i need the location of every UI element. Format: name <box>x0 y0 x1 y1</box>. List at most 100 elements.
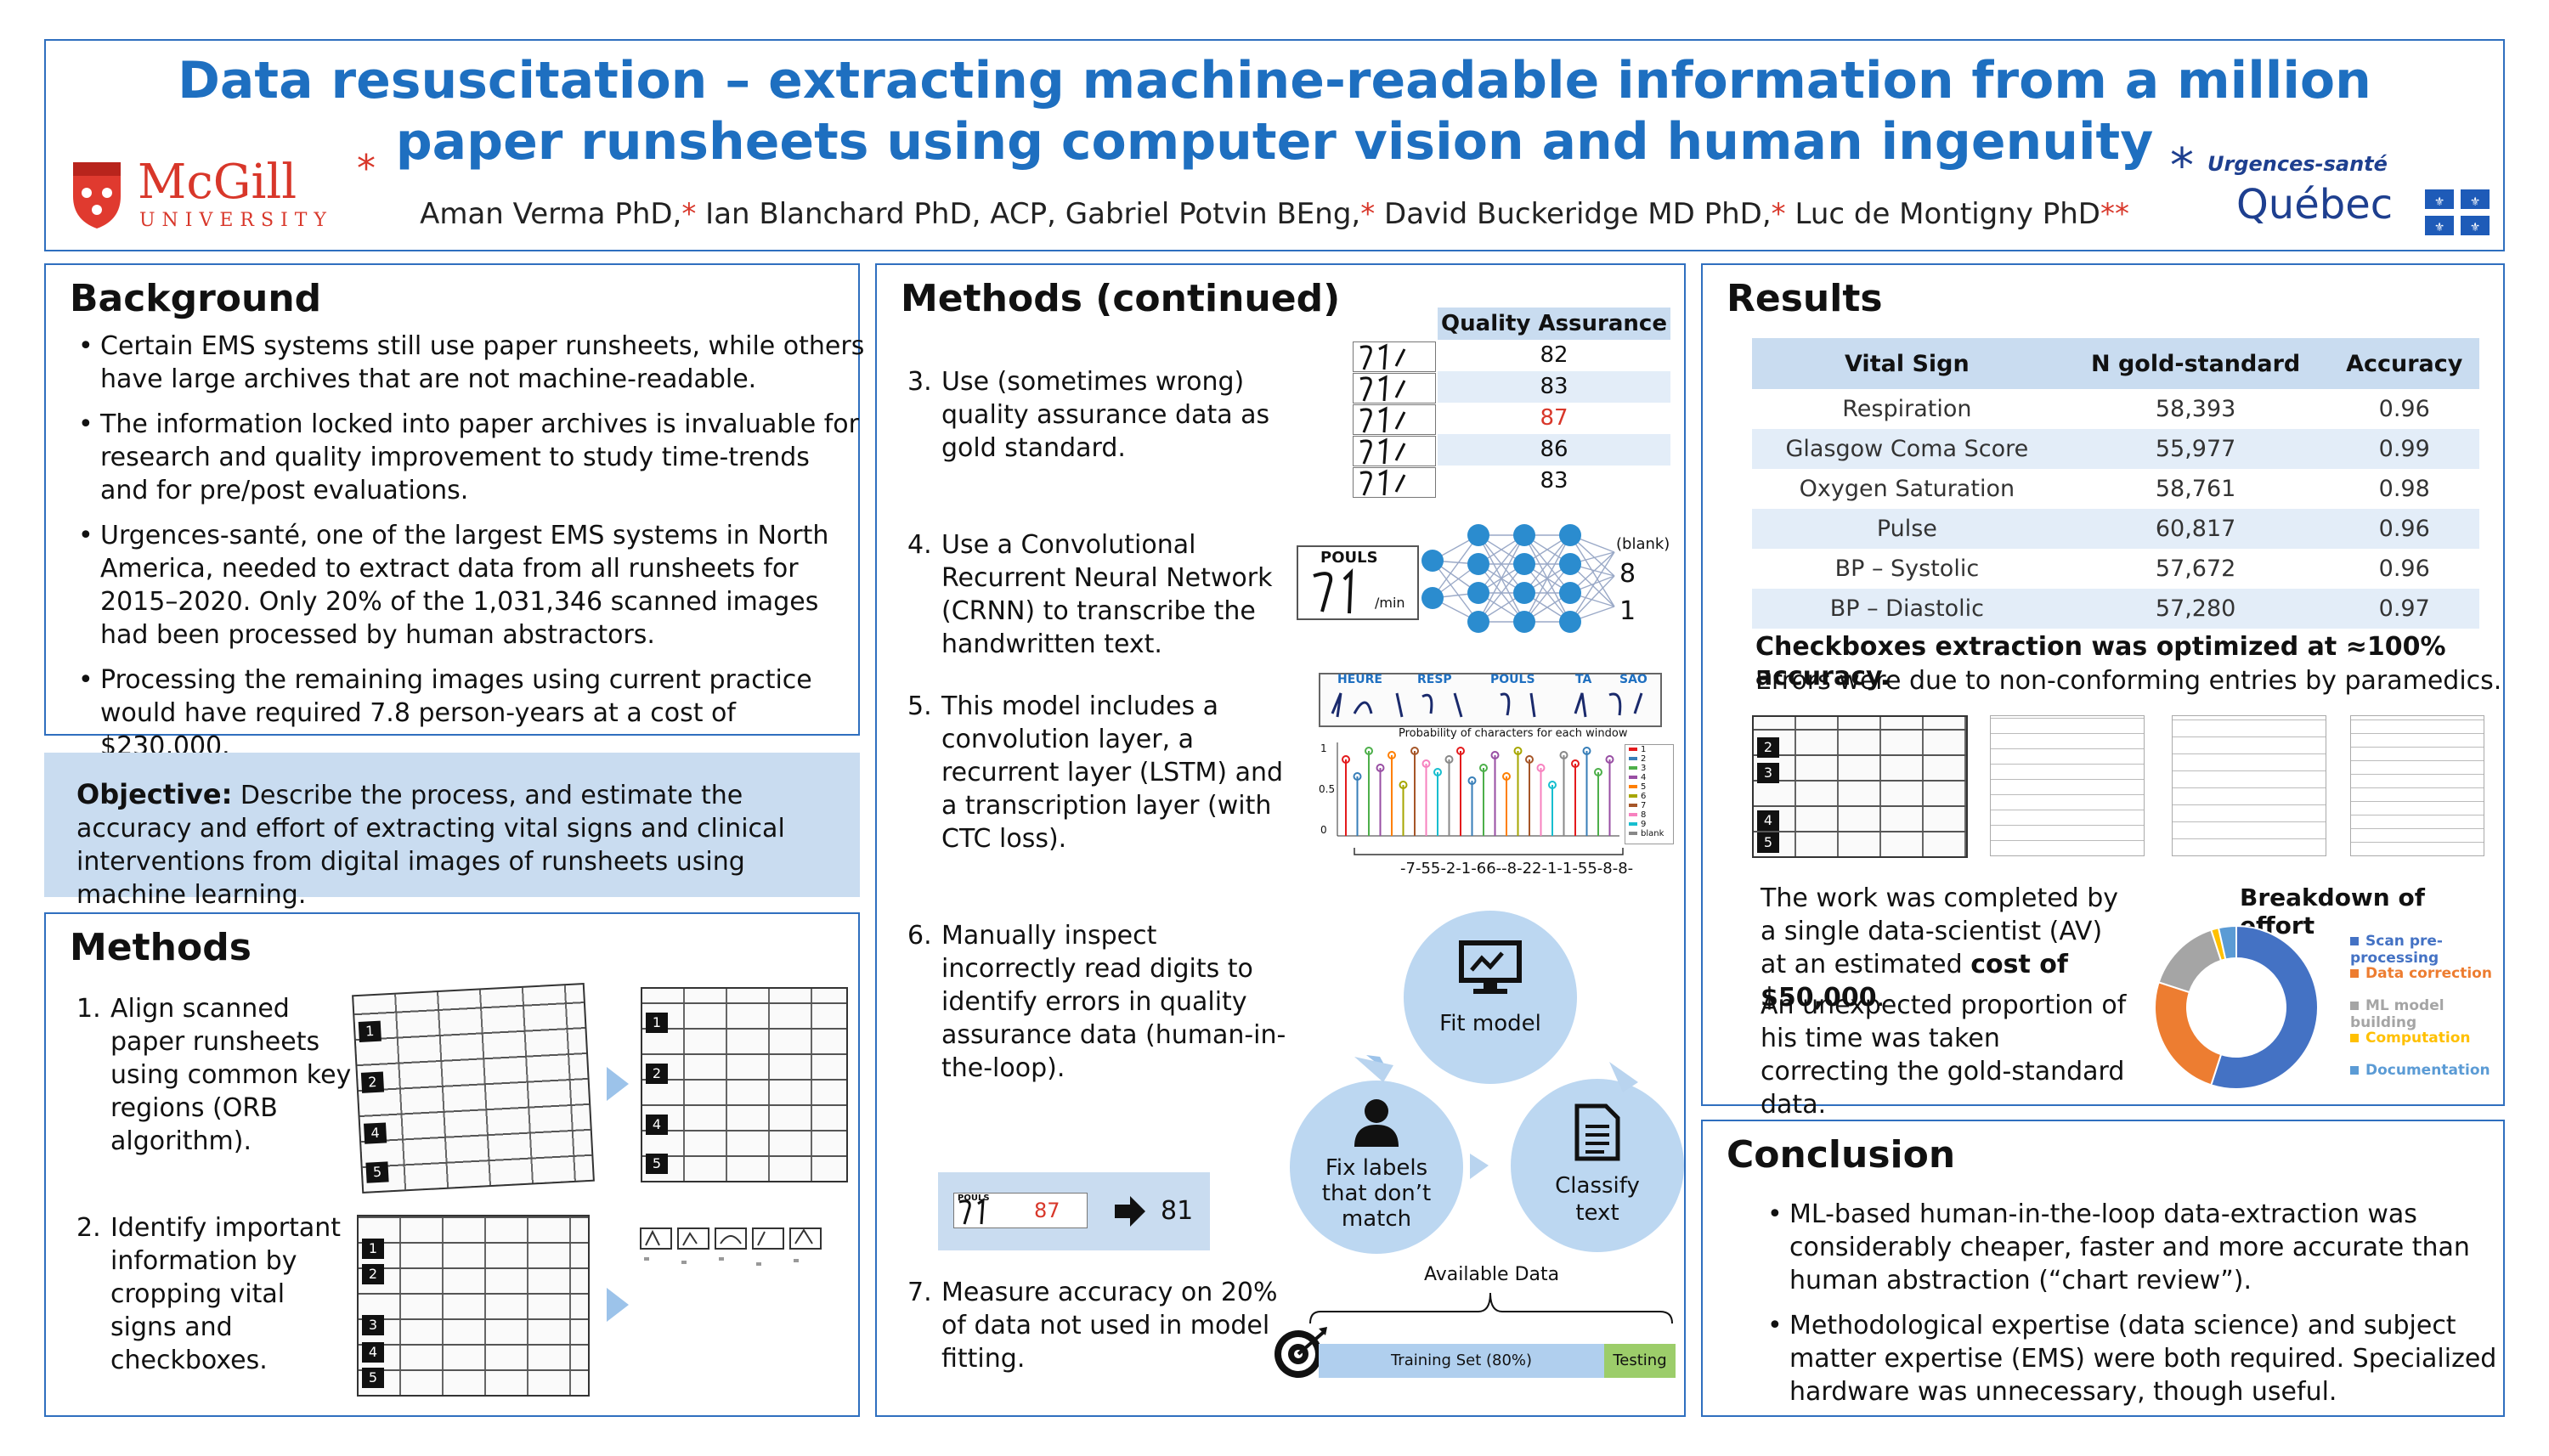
mcgill-shield-icon <box>73 162 121 229</box>
testing-set-label: Testing <box>1613 1352 1667 1369</box>
step-number: 1. <box>76 994 101 1024</box>
methods-continued-title: Methods (continued) <box>901 277 1341 320</box>
results-cell: 58,393 <box>2061 389 2330 429</box>
step-text: Identify important information by croppi… <box>110 1213 341 1375</box>
nn-node <box>1513 611 1535 633</box>
donut-slice <box>2217 924 2237 961</box>
nn-node <box>1467 524 1489 546</box>
qa-value: 83 <box>1438 371 1670 403</box>
ctc-point <box>1467 776 1477 785</box>
testing-set-bar: Testing <box>1604 1344 1676 1378</box>
poster-title-line2: paper runsheets using computer vision an… <box>395 112 2154 172</box>
checkbox-image <box>2350 715 2484 856</box>
correction-crop-label: POULS <box>958 1194 990 1203</box>
results-cell: Glasgow Coma Score <box>1752 429 2062 469</box>
nn-edge <box>1523 534 1571 594</box>
effort-legend-item: Documentation <box>2350 1062 2503 1094</box>
neural-network-diagram <box>1421 524 1615 633</box>
effort-text-2: An unexpected proportion of his time was… <box>1761 990 2127 1120</box>
nn-node <box>1421 550 1444 572</box>
step-text: This model includes a convolution layer,… <box>941 691 1284 854</box>
strip-header: POULS <box>1490 673 1535 686</box>
strip-handwriting-icon <box>1331 692 1643 718</box>
runsheet-strip-image: HEURE RESP POULS TA SAO <box>1319 673 1662 727</box>
qa-row: 83 <box>1353 466 1670 498</box>
nn-edge <box>1478 563 1525 623</box>
ctc-point <box>1490 751 1500 759</box>
strip-header: TA <box>1575 673 1592 686</box>
methods-panel: Methods 1. Align scanned paper runsheets… <box>44 912 860 1417</box>
donut-slice <box>2157 928 2223 994</box>
qa-crop-image <box>1353 467 1436 498</box>
step-number: 5. <box>907 691 932 721</box>
nn-node <box>1467 553 1489 575</box>
author-4-mark: ** <box>2100 197 2129 231</box>
qa-header: Quality Assurance <box>1438 308 1670 340</box>
effort-legend-item: Scan pre-processing <box>2350 933 2443 967</box>
donut-slice <box>2210 924 2319 1090</box>
nn-node <box>1467 582 1489 604</box>
nn-node <box>1559 611 1581 633</box>
arrow-icon <box>1470 1154 1489 1179</box>
conclusion-list: ML-based human-in-the-loop data-extracti… <box>1764 1198 2503 1420</box>
results-cell: Pulse <box>1752 509 2062 549</box>
mcgill-sub: UNIVERSITY <box>139 210 333 231</box>
ctc-point <box>1433 768 1442 776</box>
nn-edge <box>1432 534 1479 599</box>
target-icon <box>1274 1327 1327 1378</box>
objective-box: Objective: Describe the process, and est… <box>44 753 860 910</box>
nn-edge <box>1478 534 1525 594</box>
ctc-point <box>1421 759 1431 768</box>
step-text: Measure accuracy on 20% of data not used… <box>941 1278 1278 1374</box>
step-number: 2. <box>76 1213 101 1243</box>
urgences-asterisk: * <box>2170 138 2194 194</box>
ctc-point <box>1582 747 1591 755</box>
ctc-point <box>1342 755 1350 764</box>
qa-crop-image <box>1353 373 1436 404</box>
correction-handwriting-icon <box>958 1198 985 1225</box>
author-3-mark: * <box>1771 197 1786 231</box>
author-1: Aman Verma PhD, <box>420 197 682 231</box>
training-set-bar: Training Set (80%) <box>1319 1344 1604 1378</box>
qa-value: 83 <box>1438 466 1670 497</box>
results-header-cell: N gold-standard <box>2061 338 2330 389</box>
strip-header: HEURE <box>1337 673 1382 686</box>
methods-continued-panel: Methods (continued) 3. Use (sometimes wr… <box>875 263 1686 1417</box>
ctc-sequence: -7-55-2-1-66--8-22-1-1-55-8-8- <box>1400 860 1634 878</box>
urgences-top: Urgences-santé <box>2207 152 2388 176</box>
results-cell: BP – Systolic <box>1752 549 2062 589</box>
svg-text:⚜: ⚜ <box>2434 195 2445 209</box>
ctc-ytick-1: 1 <box>1320 742 1327 754</box>
strip-header: RESP <box>1417 673 1452 686</box>
ctc-ytick-05: 0.5 <box>1319 783 1336 795</box>
split-bar: Training Set (80%) Testing <box>1319 1344 1676 1378</box>
nn-node <box>1559 524 1581 546</box>
author-3: David Buckeridge MD PhD, <box>1384 197 1772 231</box>
ctc-point <box>1388 751 1396 759</box>
arrow-icon <box>1354 1057 1393 1082</box>
conclusion-title: Conclusion <box>1727 1133 1956 1177</box>
conclusion-bullet: Methodological expertise (data science) … <box>1767 1309 2503 1408</box>
background-panel: Background Certain EMS systems still use… <box>44 263 864 761</box>
ctc-plot-title: Probability of characters for each windo… <box>1399 727 1628 740</box>
nn-output-8: 8 <box>1619 559 1636 589</box>
results-cell: 0.96 <box>2329 549 2479 589</box>
qa-crop-image <box>1353 404 1436 435</box>
objective-text: Describe the process, and estimate the a… <box>76 781 785 910</box>
checkbox-image <box>2172 715 2326 856</box>
nn-node <box>1559 553 1581 575</box>
conclusion-panel: Conclusion ML-based human-in-the-loop da… <box>1701 1120 2505 1417</box>
arrow-right-icon <box>607 1067 629 1101</box>
ctc-point <box>1376 764 1385 772</box>
effort-legend-item: Data correction <box>2350 965 2503 997</box>
step-number: 3. <box>907 367 932 397</box>
results-title: Results <box>1727 277 1883 320</box>
classify-text-label: Classify text <box>1555 1173 1640 1226</box>
checkbox-bold: Checkboxes extraction was optimized at ≈… <box>1755 632 2446 691</box>
